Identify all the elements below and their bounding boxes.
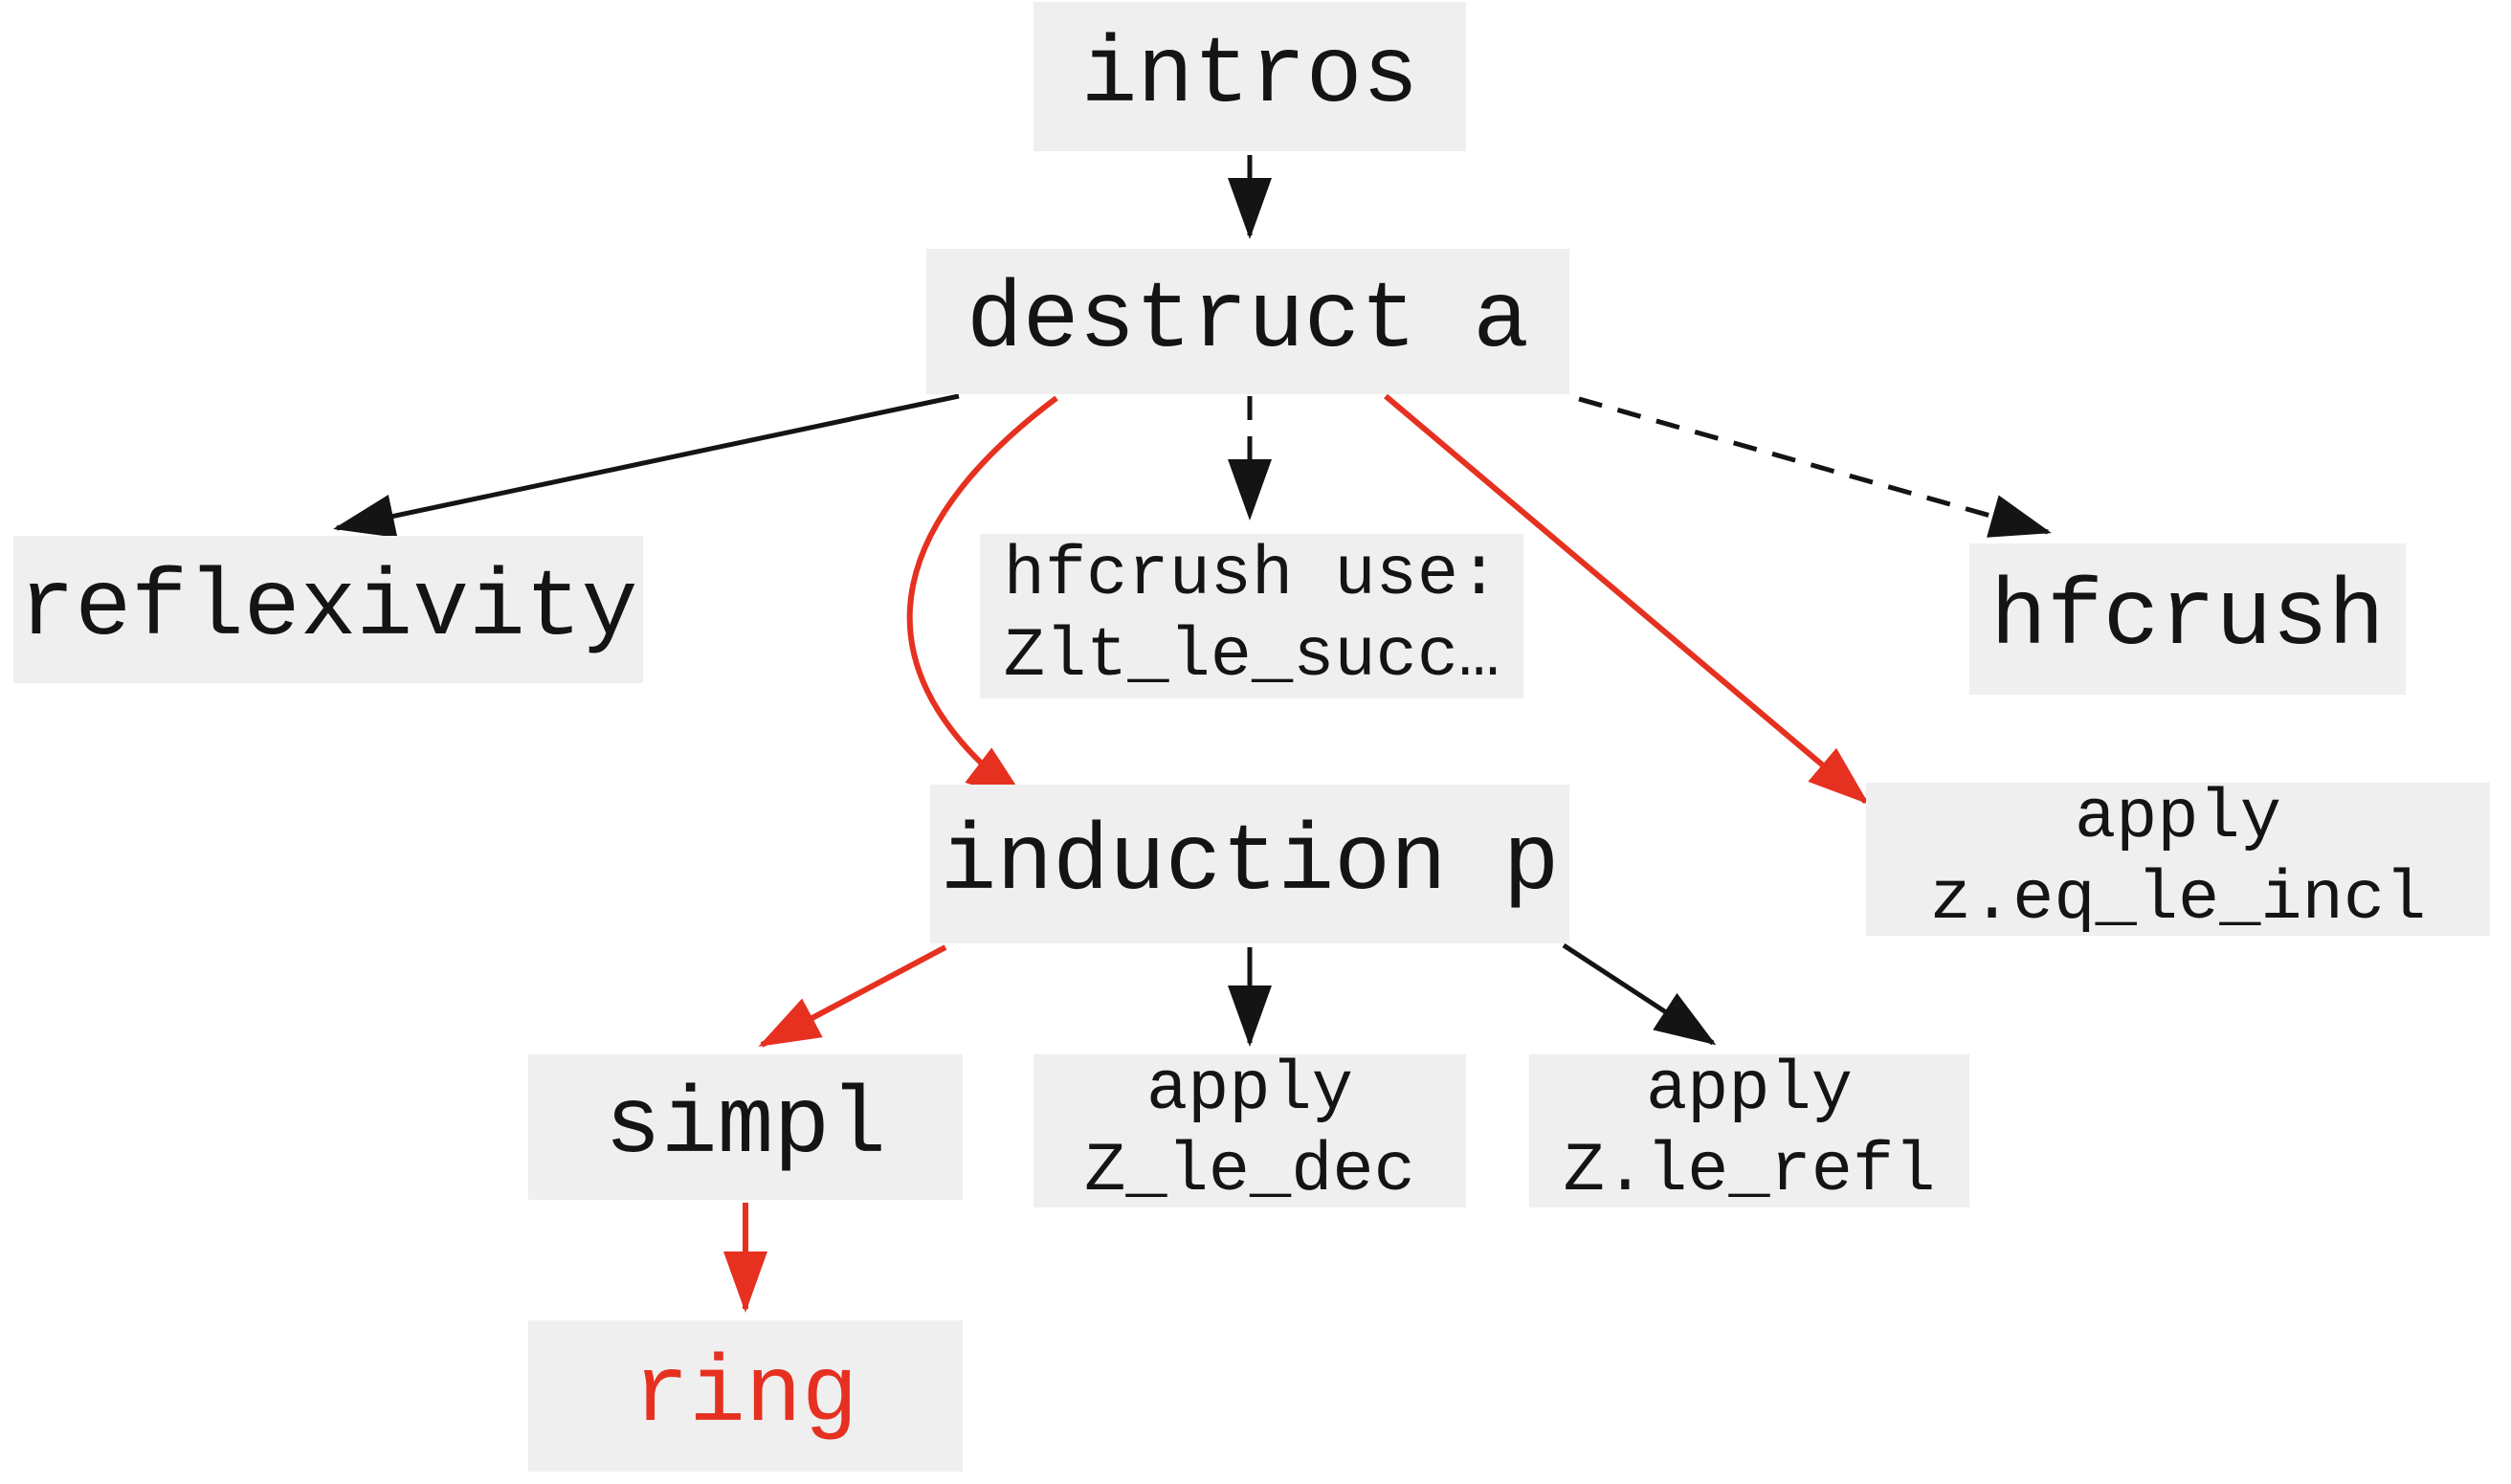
node-simpl: simpl [528, 1054, 963, 1200]
edge-induction-p-apply-z-le-refl [1562, 942, 1717, 1046]
node-apply-z-le-refl: apply Z.le_refl [1529, 1051, 1969, 1210]
node-induction-p-label: induction p [940, 810, 1560, 917]
node-intros: intros [1033, 2, 1466, 151]
node-apply-z-le-refl-line2: Z.le_refl [1563, 1132, 1936, 1210]
node-hfcrush-use: hfcrush use: Zlt_le_succ… [980, 534, 1523, 698]
node-apply-z-le-dec: apply Z_le_dec [1033, 1051, 1466, 1210]
node-hfcrush-use-line2: Zlt_le_succ… [1003, 617, 1500, 696]
node-ring: ring [528, 1320, 963, 1472]
node-apply-zeq-le-incl-line1: apply [2074, 779, 2282, 857]
edge-destruct-a-hfcrush [1578, 396, 2052, 538]
edge-induction-p-simpl [758, 944, 947, 1048]
node-reflexivity-label: reflexivity [18, 556, 638, 662]
node-destruct-a: destruct a [926, 249, 1569, 394]
node-hfcrush: hfcrush [1969, 543, 2406, 695]
node-intros-label: intros [1080, 23, 1419, 129]
node-reflexivity: reflexivity [13, 536, 643, 683]
edge-destruct-a-induction-p [906, 395, 1058, 803]
edge-destruct-a-apply-zeq-le-incl [1384, 393, 1870, 805]
node-apply-zeq-le-incl: apply z.eq_le_incl [1866, 779, 2490, 939]
node-induction-p: induction p [930, 785, 1569, 943]
node-hfcrush-label: hfcrush [1990, 565, 2385, 672]
node-apply-zeq-le-incl-line2: z.eq_le_incl [1929, 860, 2427, 939]
edge-destruct-a-reflexivity [333, 393, 960, 539]
node-apply-z-le-refl-line1: apply [1645, 1051, 1854, 1129]
node-simpl-label: simpl [604, 1074, 887, 1180]
node-apply-z-le-dec-line1: apply [1145, 1051, 1354, 1129]
node-destruct-a-label: destruct a [966, 268, 1530, 374]
node-apply-z-le-dec-line2: Z_le_dec [1084, 1132, 1415, 1210]
node-hfcrush-use-line1: hfcrush use: [1003, 536, 1500, 614]
node-ring-label: ring [633, 1342, 858, 1449]
